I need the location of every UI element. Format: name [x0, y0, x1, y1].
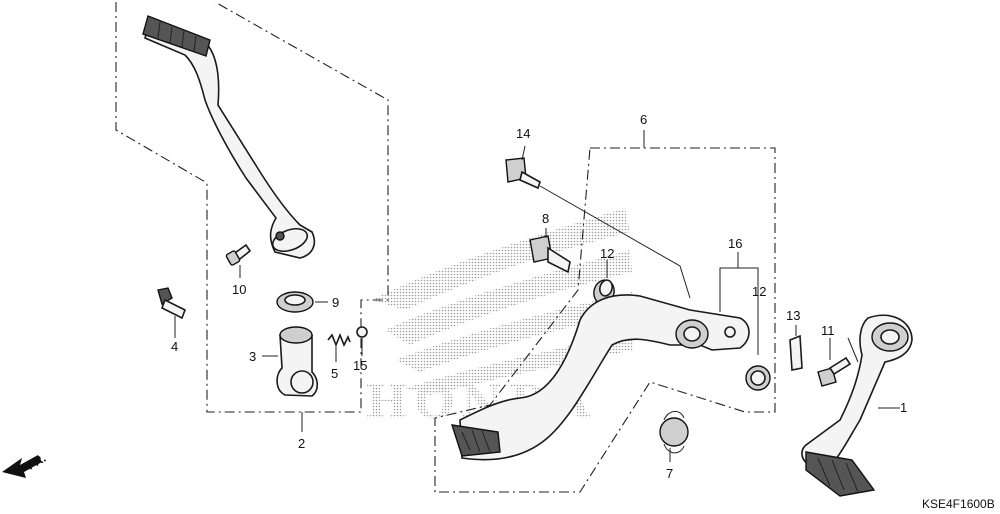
- bolt-4: [157, 287, 187, 338]
- pivot-bolt-8: [529, 228, 571, 274]
- honda-wing-watermark: HONDA: [365, 208, 633, 429]
- cotter-pin-13: [789, 325, 803, 371]
- callout-13: 13: [786, 308, 800, 323]
- callout-9: 9: [332, 295, 339, 310]
- callout-10: 10: [232, 282, 246, 297]
- diagram-part-code: KSE4F1600B: [922, 497, 995, 511]
- callout-1: 1: [900, 400, 907, 415]
- bolt-11-leader: [829, 337, 859, 363]
- washer-9: [276, 291, 328, 313]
- callout-12-right: 12: [752, 284, 766, 299]
- callout-8: 8: [542, 211, 549, 226]
- special-bolt-14: [505, 145, 691, 299]
- callout-15: 15: [353, 358, 367, 373]
- spring-5: [327, 332, 351, 362]
- bolt-11: [817, 356, 852, 387]
- callout-4: 4: [171, 339, 178, 354]
- group-2-outline: [115, 1, 389, 413]
- callout-7: 7: [666, 466, 673, 481]
- group-6-outline: [434, 147, 776, 493]
- callout-12-left: 12: [600, 246, 614, 261]
- callout-2: 2: [298, 436, 305, 451]
- group-16-leader: [719, 267, 759, 355]
- callout-5: 5: [331, 366, 338, 381]
- ball-15: [356, 326, 368, 356]
- callout-14: 14: [516, 126, 530, 141]
- return-spring-7: [659, 411, 689, 462]
- kick-starter-boss-3: [262, 326, 319, 397]
- collar-12-right: [745, 365, 771, 391]
- callout-6: 6: [640, 112, 647, 127]
- kick-starter-arm: [142, 15, 316, 259]
- front-direction-arrow: FR.: [2, 451, 48, 478]
- bolt-10: [225, 243, 252, 278]
- callout-3: 3: [249, 349, 256, 364]
- callout-11: 11: [821, 323, 835, 338]
- gear-change-pedal: [450, 294, 750, 461]
- kick-starter-pedal-1: [801, 314, 913, 497]
- callout-16: 16: [728, 236, 742, 251]
